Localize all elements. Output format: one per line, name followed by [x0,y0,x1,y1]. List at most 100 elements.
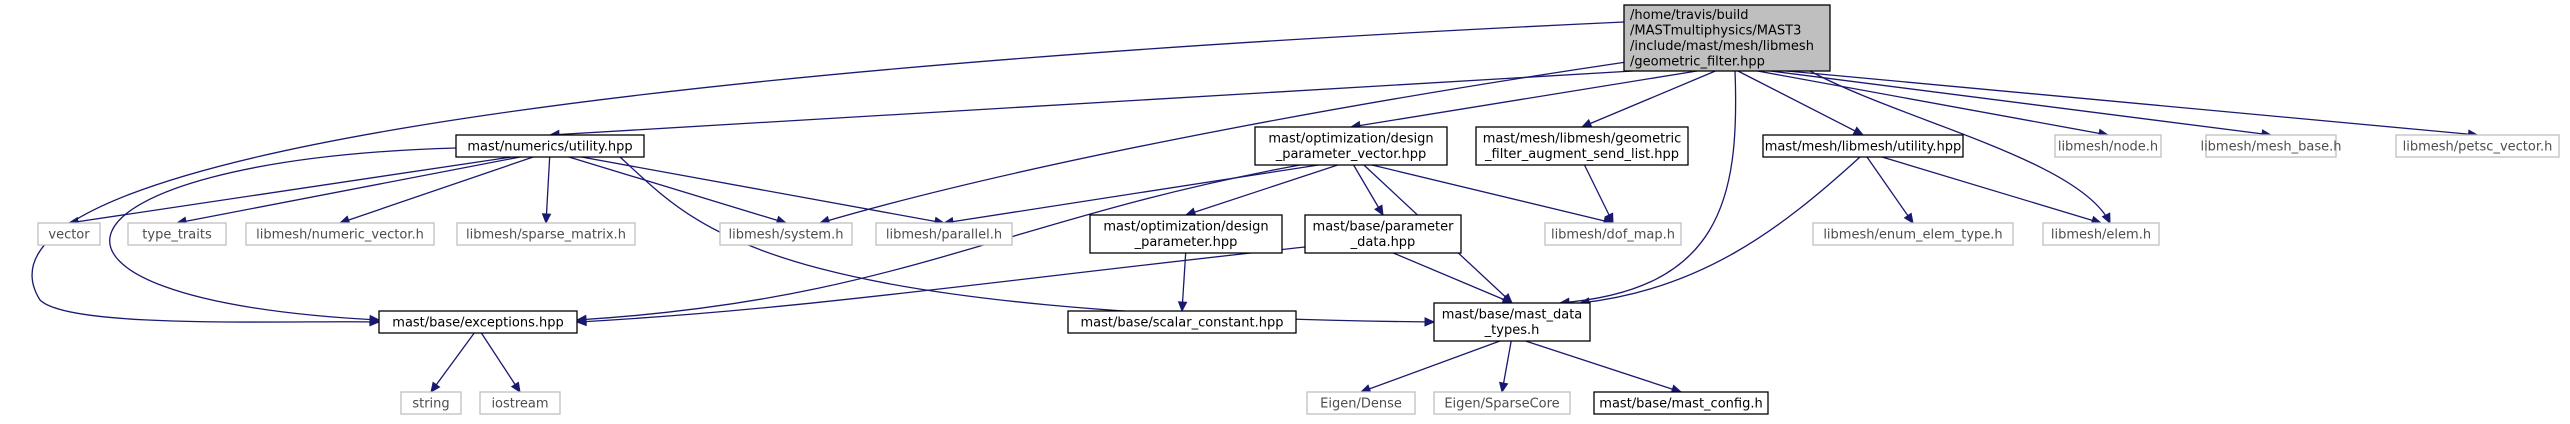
node-label: _parameter.hpp [1134,235,1238,250]
edge-numerics-utility-to-mast-data-types-arrowhead [1424,317,1436,327]
edge-design-param-vector-to-parameter-data [1352,164,1384,216]
node-box [455,134,645,158]
node-label: mast/base/mast_config.h [1599,396,1762,411]
node-box [1623,4,1831,72]
node-box [1593,391,1769,415]
node-mast-config[interactable]: mast/base/mast_config.h [1593,391,1769,415]
graph-edges [31,21,2479,394]
edge-libmesh-utility-to-enum-elem-type [1866,156,1914,224]
node-box [456,222,636,246]
edge-root-to-libmesh-utility [1737,70,1864,136]
graph-nodes: /home/travis/build/MASTmultiphysics/MAST… [37,4,2560,415]
edge-root-to-design-param-vector [1350,70,1698,128]
node-elem-h: libmesh/elem.h [2042,222,2160,246]
node-label: libmesh/elem.h [2051,227,2151,242]
edge-parameter-data-to-exceptions-arrowhead [575,316,587,327]
node-libmesh-utility[interactable]: mast/mesh/libmesh/utility.hpp [1762,134,1964,158]
node-box [875,222,1013,246]
edge-numerics-utility-to-exceptions-arrowhead [369,314,381,325]
node-label: /include/mast/mesh/libmesh [1630,39,1814,54]
node-dof-map: libmesh/dof_map.h [1544,222,1682,246]
node-geom-filter-send[interactable]: mast/mesh/libmesh/geometric_filter_augme… [1475,126,1689,166]
node-label: libmesh/system.h [729,227,844,242]
node-label: type_traits [142,227,212,242]
node-box [37,222,101,246]
edge-root-to-node-h [1757,70,2109,136]
node-box [1762,134,1964,158]
node-sparse-matrix: libmesh/sparse_matrix.h [456,222,636,246]
node-label: mast/mesh/libmesh/geometric [1483,132,1682,147]
node-label: libmesh/sparse_matrix.h [466,227,626,242]
node-system-h: libmesh/system.h [719,222,853,246]
node-label: /geometric_filter.hpp [1630,55,1765,70]
node-box [378,310,578,334]
node-label: mast/base/mast_data [1442,308,1583,323]
node-parameter-data[interactable]: mast/base/parameter_data.hpp [1304,214,1462,254]
node-label: mast/base/parameter [1313,220,1455,235]
node-label: _parameter_vector.hpp [1275,147,1427,162]
node-design-parameter[interactable]: mast/optimization/design_parameter.hpp [1089,214,1283,254]
node-box [1067,310,1297,334]
node-label: libmesh/numeric_vector.h [256,227,424,242]
node-numeric-vector: libmesh/numeric_vector.h [245,222,435,246]
node-label: libmesh/petsc_vector.h [2403,139,2553,154]
node-mast-data-types[interactable]: mast/base/mast_data_types.h [1433,302,1591,342]
edge-numerics-utility-to-vector [68,156,512,224]
node-enum-elem-type: libmesh/enum_elem_type.h [1812,222,2014,246]
node-petsc-vector: libmesh/petsc_vector.h [2395,134,2560,158]
edge-root-to-mesh-base [1770,70,2272,136]
edge-root-to-numerics-utility [549,70,1633,136]
edge-root-to-exceptions [31,21,1625,323]
node-label: _filter_augment_send_list.hpp [1484,147,1679,162]
edge-numerics-utility-to-system-h [568,156,787,224]
node-label: mast/optimization/design [1268,132,1433,147]
node-label: string [412,396,449,411]
edge-numerics-utility-to-parallel-h [581,156,945,224]
node-box [1544,222,1682,246]
node-node-h: libmesh/node.h [2054,134,2162,158]
node-mesh-base: libmesh/mesh_base.h [2200,134,2342,158]
node-exceptions[interactable]: mast/base/exceptions.hpp [378,310,578,334]
edge-root-to-mast-data-types [1559,70,1737,304]
node-label: libmesh/mesh_base.h [2200,139,2341,154]
node-box [245,222,435,246]
node-label: mast/mesh/libmesh/utility.hpp [1765,139,1961,154]
node-label: _data.hpp [1350,235,1416,250]
node-label: vector [48,227,90,242]
edge-mast-data-types-to-eigen-dense [1360,340,1501,393]
node-label: libmesh/enum_elem_type.h [1823,227,2002,242]
node-eigen-dense: Eigen/Dense [1306,391,1416,415]
node-numerics-utility[interactable]: mast/numerics/utility.hpp [455,134,645,158]
node-box [1812,222,2014,246]
node-scalar-constant[interactable]: mast/base/scalar_constant.hpp [1067,310,1297,334]
node-box [2205,134,2337,158]
node-box [1433,391,1571,415]
edge-exceptions-to-string [430,332,475,393]
node-box [127,222,227,246]
edge-exceptions-to-iostream-arrowhead [510,381,521,394]
edge-numerics-utility-to-exceptions [109,147,457,321]
node-root[interactable]: /home/travis/build/MASTmultiphysics/MAST… [1623,4,1831,72]
edge-libmesh-utility-to-mast-data-types [1579,156,1861,304]
node-parallel-h: libmesh/parallel.h [875,222,1013,246]
edge-design-param-vector-to-design-parameter [1185,164,1339,216]
edge-numerics-utility-to-sparse-matrix [545,156,551,224]
node-box [719,222,853,246]
node-box [1304,214,1462,254]
node-iostream: iostream [479,391,561,415]
node-design-param-vector[interactable]: mast/optimization/design_parameter_vecto… [1254,126,1448,166]
node-label: _types.h [1484,323,1540,338]
edge-libmesh-utility-to-elem-h [1881,156,2102,224]
edge-exceptions-to-iostream [480,332,521,393]
node-eigen-sparse: Eigen/SparseCore [1433,391,1571,415]
edge-root-to-petsc-vector [1786,70,2478,136]
edge-root-to-system-h [819,59,1641,224]
node-vector: vector [37,222,101,246]
node-string: string [400,391,462,415]
node-label: mast/numerics/utility.hpp [467,139,632,154]
node-box [1254,126,1448,166]
edge-design-parameter-to-scalar-constant-arrowhead [1177,301,1188,313]
edge-design-param-vector-to-dof-map [1371,164,1614,224]
node-box [2042,222,2160,246]
